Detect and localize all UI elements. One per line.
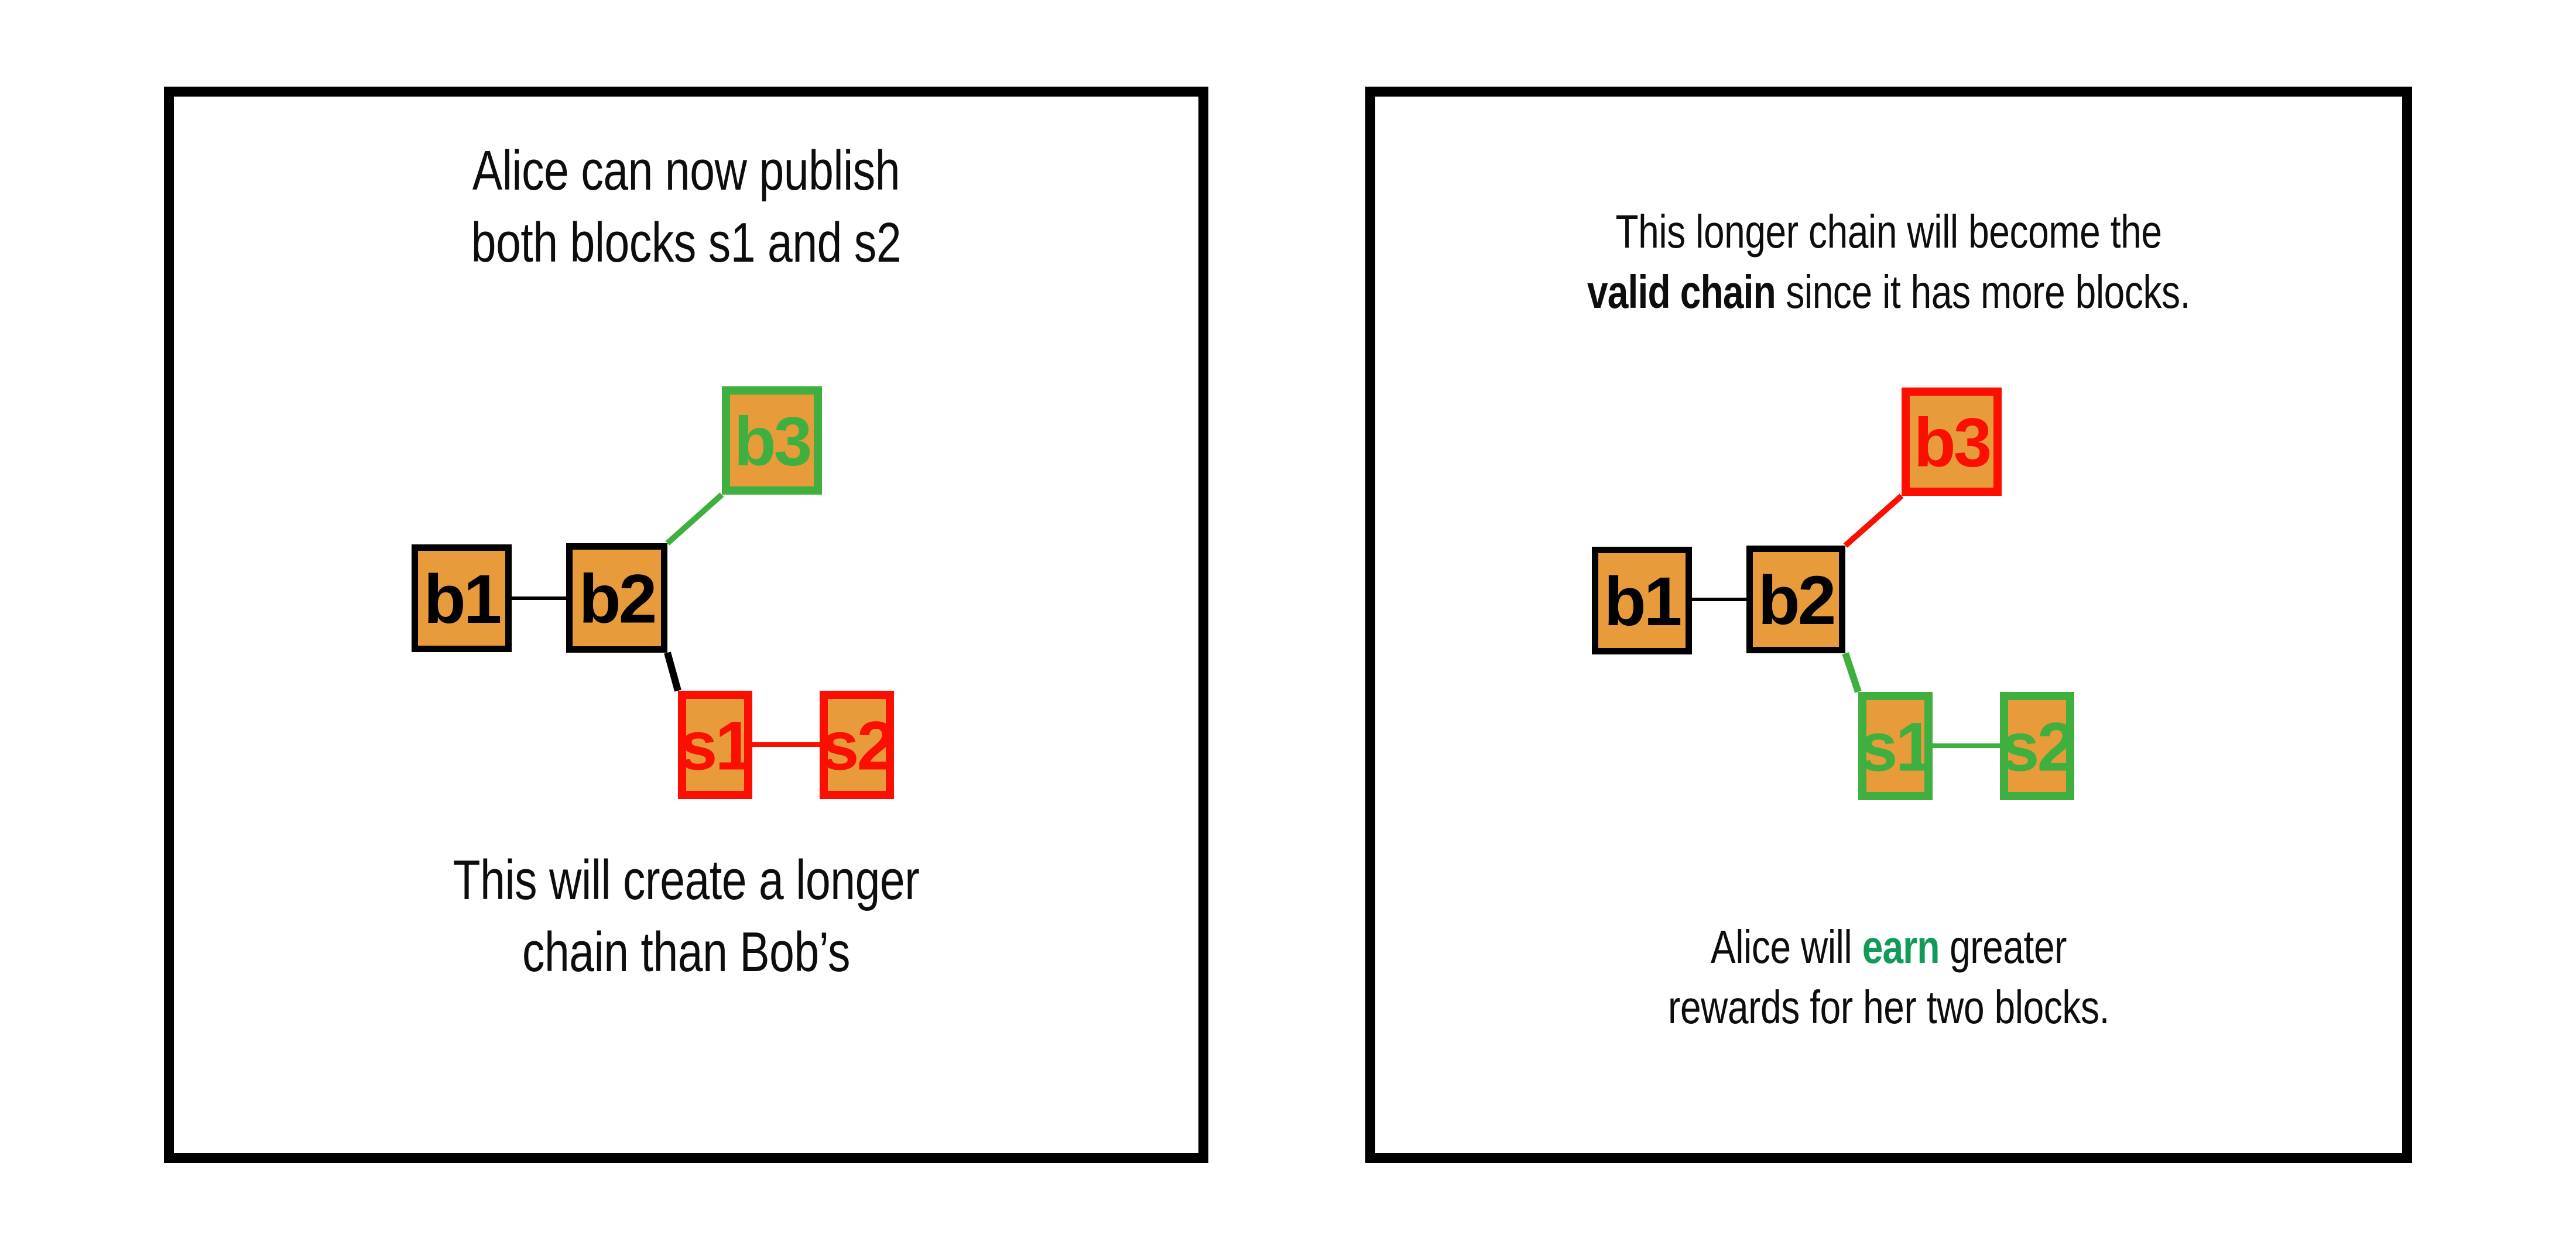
caption-text-plain-1: This longer chain will become the	[1615, 205, 2162, 258]
panel-right: This longer chain will become the valid …	[1365, 87, 2412, 1163]
panel-right-top-caption: This longer chain will become the valid …	[1478, 142, 2299, 322]
panel-left: Alice can now publish both blocks s1 and…	[164, 87, 1208, 1163]
caption-text-plain-4: greater rewards for her two blocks.	[1668, 921, 2109, 1033]
caption-text-plain-3: Alice will	[1710, 921, 1862, 973]
panel-left-top-caption: Alice can now publish both blocks s1 and…	[471, 139, 902, 274]
panel-right-bottom-caption: Alice will earn greater rewards for her …	[1478, 858, 2299, 1037]
caption-text-bold-earn: earn	[1862, 921, 1940, 973]
panel-left-bottom-caption: This will create a longer chain than Bob…	[453, 849, 920, 983]
caption-text-plain-2: since it has more blocks.	[1775, 265, 2191, 318]
caption-text-bold-valid-chain: valid chain	[1587, 265, 1776, 318]
